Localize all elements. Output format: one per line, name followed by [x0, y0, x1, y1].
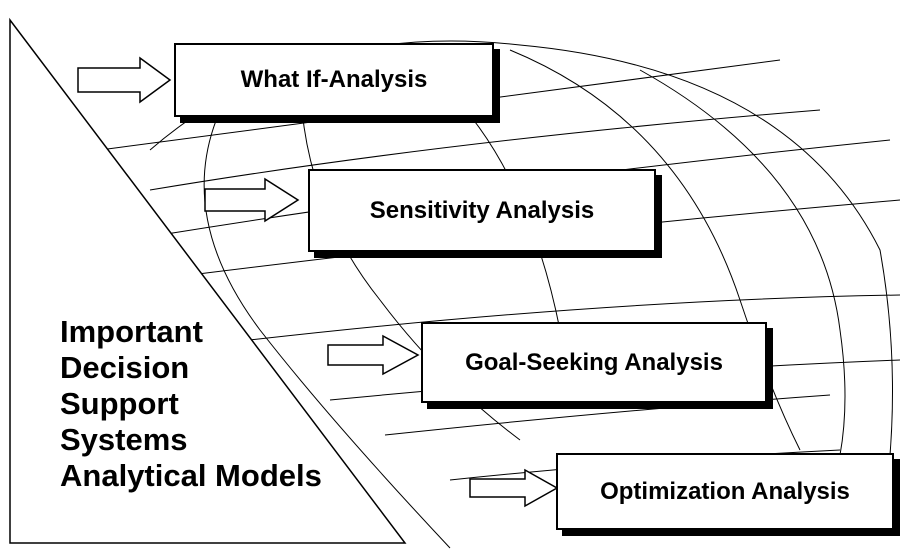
- goal-seeking-analysis-box: Goal-Seeking Analysis: [421, 322, 767, 403]
- optimization-analysis-box: Optimization Analysis: [556, 453, 894, 530]
- globe-meridian: [203, 99, 451, 549]
- arrow-right-icon: [469, 468, 559, 508]
- globe-meridian: [639, 69, 846, 456]
- arrow-right-icon: [77, 56, 172, 104]
- what-if-analysis-box: What If-Analysis: [174, 43, 494, 117]
- sensitivity-analysis-box: Sensitivity Analysis: [308, 169, 656, 252]
- side-title-line: Important: [60, 314, 203, 349]
- globe-parallel: [249, 294, 901, 341]
- arrow-right-icon: [204, 177, 300, 223]
- arrow-right-icon: [327, 334, 420, 376]
- globe-meridian: [509, 49, 801, 451]
- side-title-line: Analytical Models: [60, 458, 322, 493]
- globe-parallel: [149, 109, 821, 191]
- side-title-line: Support: [60, 386, 179, 421]
- side-title-line: Decision: [60, 350, 190, 385]
- side-title: Important Decision Support Systems Analy…: [60, 314, 322, 494]
- side-title-line: Systems: [60, 422, 188, 457]
- side-panel: [9, 17, 407, 544]
- globe-parallel: [384, 394, 831, 436]
